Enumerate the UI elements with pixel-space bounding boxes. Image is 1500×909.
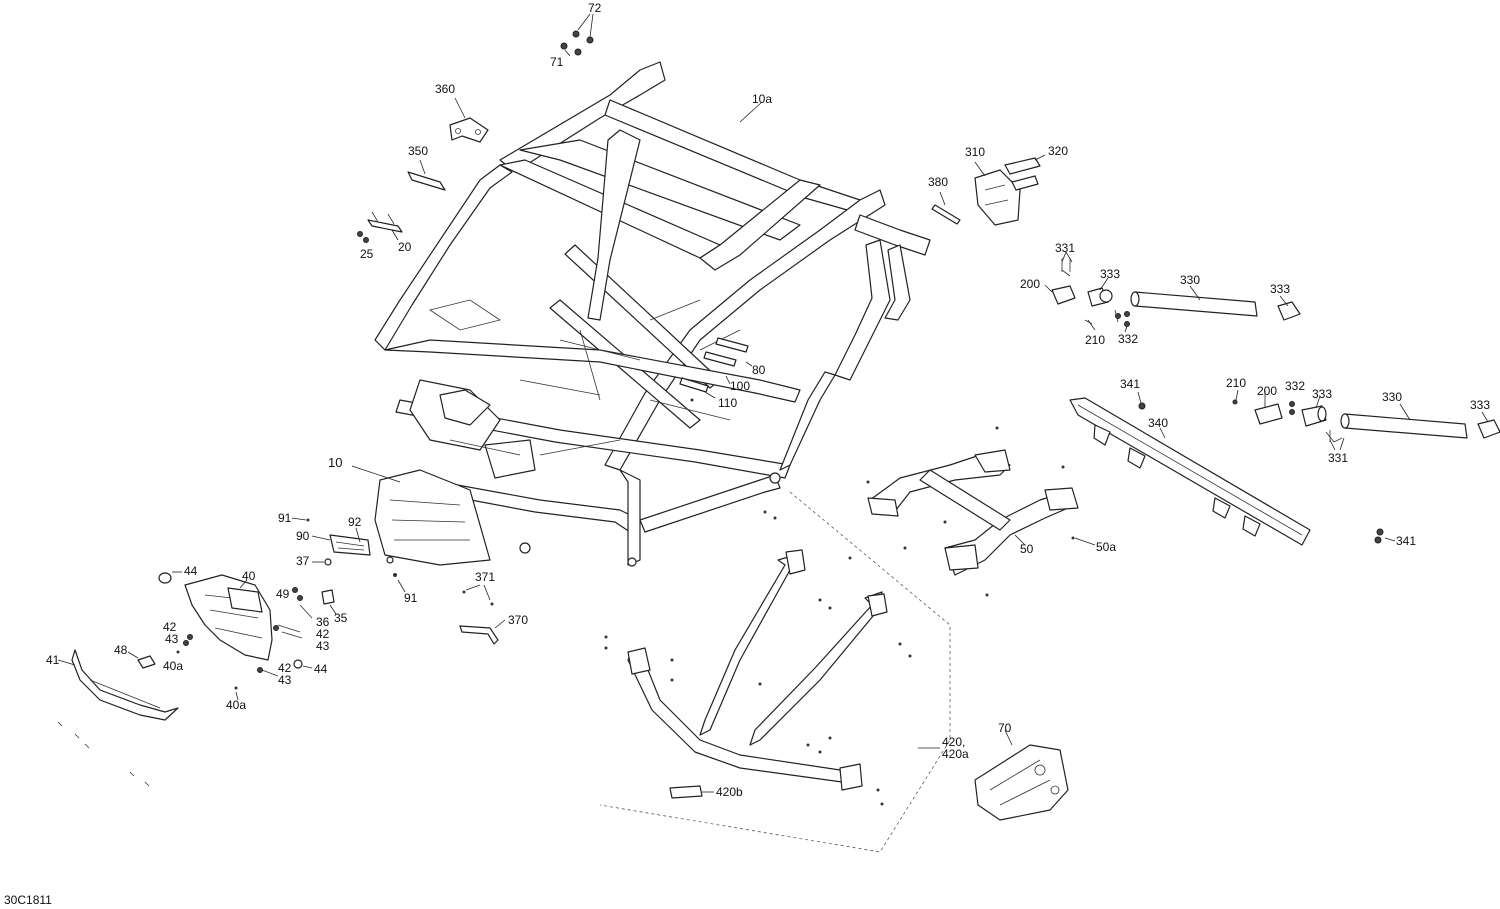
callout-10a: 10a [752, 92, 772, 106]
callout-50a: 50a [1096, 540, 1116, 554]
callout-44-lower: 44 [314, 662, 328, 676]
bracket-20 [357, 211, 403, 243]
front-bracket-40 [184, 574, 273, 661]
bracket-320 [1004, 154, 1046, 191]
callout-330-lower: 330 [1382, 390, 1402, 404]
callout-70: 70 [998, 721, 1012, 735]
callout-341-lower: 341 [1396, 534, 1416, 548]
callout-25: 25 [360, 247, 374, 261]
callout-210-lower: 210 [1226, 376, 1246, 390]
bumper-41 [57, 649, 179, 721]
callout-330-upper: 330 [1180, 273, 1200, 287]
callout-110: 110 [718, 396, 737, 410]
callout-43-left: 43 [165, 632, 179, 646]
callout-200-upper: 200 [1020, 277, 1040, 291]
bracket-360 [449, 97, 489, 143]
callout-36: 36 [316, 615, 330, 629]
callout-370: 370 [508, 613, 528, 627]
frame-section-50 [866, 426, 1096, 597]
callout-42-mid: 42 [316, 627, 330, 641]
callout-333-upper-left: 333 [1100, 267, 1120, 281]
callout-380: 380 [928, 175, 948, 189]
callout-92: 92 [348, 515, 362, 529]
callout-35: 35 [334, 611, 348, 625]
callout-40a-lower: 40a [226, 698, 246, 712]
callout-40a-left: 40a [163, 659, 183, 673]
callout-420a: 420a [942, 747, 969, 761]
callout-371: 371 [475, 570, 495, 584]
small-fasteners [127, 517, 406, 701]
callout-332-upper: 332 [1118, 332, 1138, 346]
tube-assembly-lower [1232, 389, 1500, 451]
callout-310: 310 [965, 145, 985, 159]
callout-420b: 420b [716, 785, 743, 799]
callout-49: 49 [276, 587, 290, 601]
callout-91-lower: 91 [404, 591, 418, 605]
leader-10 [351, 465, 401, 483]
callout-360: 360 [435, 82, 455, 96]
callout-50: 50 [1020, 542, 1034, 556]
bracket-370 [459, 584, 506, 645]
callout-42-lower: 42 [278, 661, 292, 675]
callout-44-upper: 44 [184, 564, 198, 578]
callout-350: 350 [408, 144, 428, 158]
callout-320: 320 [1048, 144, 1068, 158]
callout-10: 10 [328, 455, 342, 470]
leader-10a [739, 101, 763, 123]
callout-43-mid: 43 [316, 639, 330, 653]
callout-333-upper-right: 333 [1270, 282, 1290, 296]
callout-100: 100 [730, 379, 750, 393]
callout-42-left: 42 [163, 620, 177, 634]
callout-420: 420, [942, 735, 965, 749]
callout-71: 71 [550, 55, 564, 69]
callout-41: 41 [46, 653, 60, 667]
skid-plate-70 [974, 729, 1069, 821]
figure-code: 30C1811 [4, 893, 52, 907]
plate-350 [407, 159, 446, 191]
callout-333-lower-left: 333 [1312, 387, 1332, 401]
callout-90: 90 [296, 529, 310, 543]
tube-assembly-upper [1044, 251, 1301, 333]
callout-331-upper: 331 [1055, 241, 1075, 255]
callout-43-lower: 43 [278, 673, 292, 687]
callout-80: 80 [752, 363, 766, 377]
loose-hardware [57, 721, 150, 787]
callout-37: 37 [296, 554, 310, 568]
main-frame [374, 61, 931, 567]
callout-72: 72 [588, 1, 602, 15]
callout-332-lower: 332 [1285, 379, 1305, 393]
callout-91-upper: 91 [278, 511, 292, 525]
callout-333-lower-right: 333 [1470, 398, 1490, 412]
plate-310 [974, 161, 1021, 226]
callout-20: 20 [398, 240, 412, 254]
callout-40: 40 [242, 569, 256, 583]
pin-380 [931, 191, 961, 225]
lower-frame-420 [599, 491, 951, 853]
callout-labels: 72 71 10a 360 350 20 25 310 320 380 331 … [4, 1, 1490, 907]
crossbar-340 [1069, 391, 1311, 546]
callout-200-lower: 200 [1257, 384, 1277, 398]
callout-340: 340 [1148, 416, 1168, 430]
bolt-341-right [1374, 528, 1396, 544]
callout-331-lower: 331 [1328, 451, 1348, 465]
callout-341-upper: 341 [1120, 377, 1140, 391]
callout-210-upper: 210 [1085, 333, 1105, 347]
brackets-80-100-110 [679, 337, 753, 402]
bolts-71-72 [560, 13, 594, 57]
callout-48: 48 [114, 643, 128, 657]
